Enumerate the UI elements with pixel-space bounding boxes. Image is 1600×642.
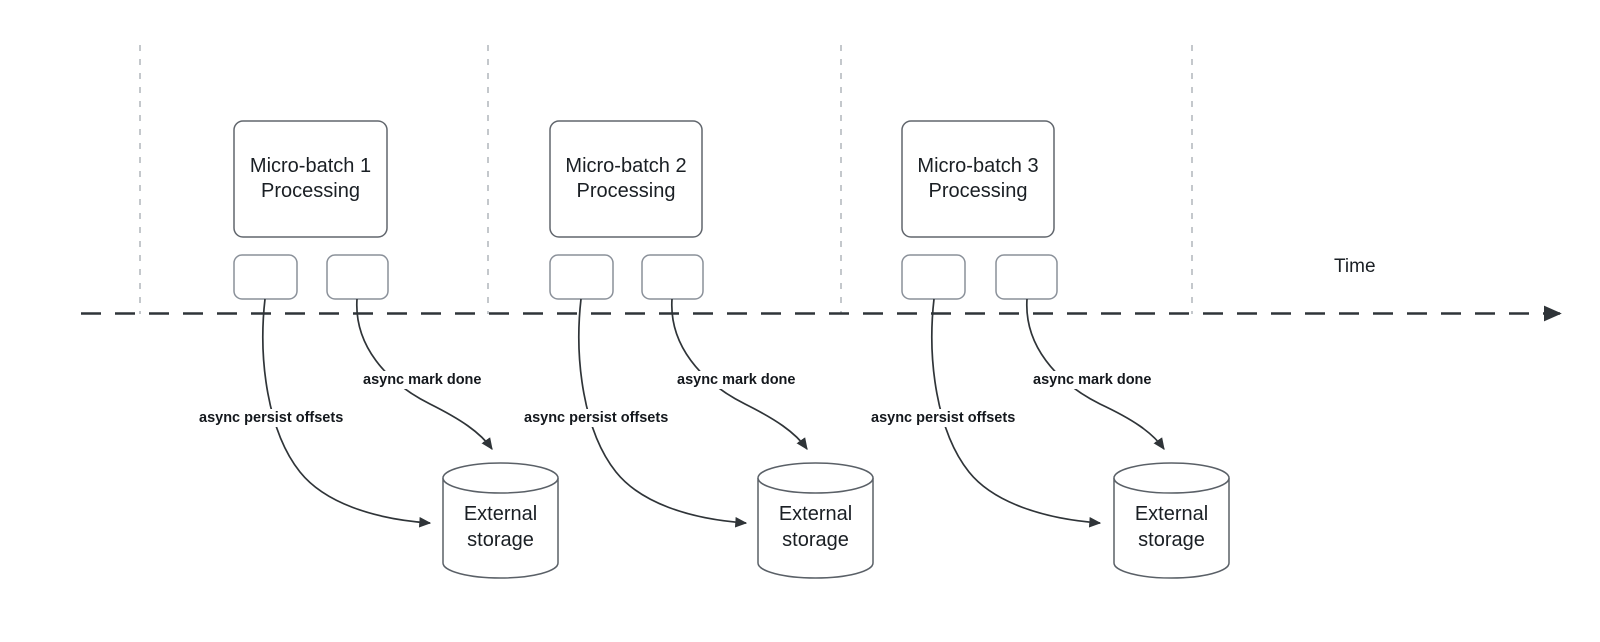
persist-edge-label-3: async persist offsets xyxy=(868,409,1019,427)
mark-done-edge-label-3: async mark done xyxy=(1030,371,1155,389)
micro-batch-box-1 xyxy=(233,120,388,238)
persist-edge-1 xyxy=(262,298,432,528)
external-storage-label-1-line1: External xyxy=(463,503,538,525)
mark-done-edge-label-2: async mark done xyxy=(674,371,799,389)
external-storage-cylinder-2 xyxy=(757,462,874,579)
micro-batch-box-2 xyxy=(549,120,703,238)
external-storage-cylinder-3 xyxy=(1113,462,1230,579)
task-box-1a xyxy=(233,254,298,300)
mark-done-edge-2 xyxy=(671,298,808,450)
task-box-3b xyxy=(995,254,1058,300)
external-storage-label-3: External storage xyxy=(1114,490,1229,564)
external-storage-label-2-line1: External xyxy=(778,503,853,525)
task-box-2a xyxy=(549,254,614,300)
persist-edge-3 xyxy=(931,298,1102,528)
external-storage-label-3-line1: External xyxy=(1134,503,1209,525)
mark-done-edge-label-1: async mark done xyxy=(360,371,485,389)
persist-edge-label-2: async persist offsets xyxy=(521,409,672,427)
external-storage-label-2: External storage xyxy=(758,490,873,564)
mark-done-edge-3 xyxy=(1026,298,1165,450)
time-axis-label: Time xyxy=(1334,256,1376,277)
mark-done-edge-1 xyxy=(356,298,493,450)
task-box-2b xyxy=(641,254,704,300)
external-storage-label-1: External storage xyxy=(443,490,558,564)
persist-edge-2 xyxy=(578,298,748,528)
external-storage-label-1-line2: storage xyxy=(467,529,534,551)
external-storage-label-3-line2: storage xyxy=(1138,529,1205,551)
persist-edge-label-1: async persist offsets xyxy=(196,409,347,427)
micro-batch-box-3 xyxy=(901,120,1055,238)
external-storage-cylinder-1 xyxy=(442,462,559,579)
task-box-3a xyxy=(901,254,966,300)
task-box-1b xyxy=(326,254,389,300)
external-storage-label-2-line2: storage xyxy=(782,529,849,551)
